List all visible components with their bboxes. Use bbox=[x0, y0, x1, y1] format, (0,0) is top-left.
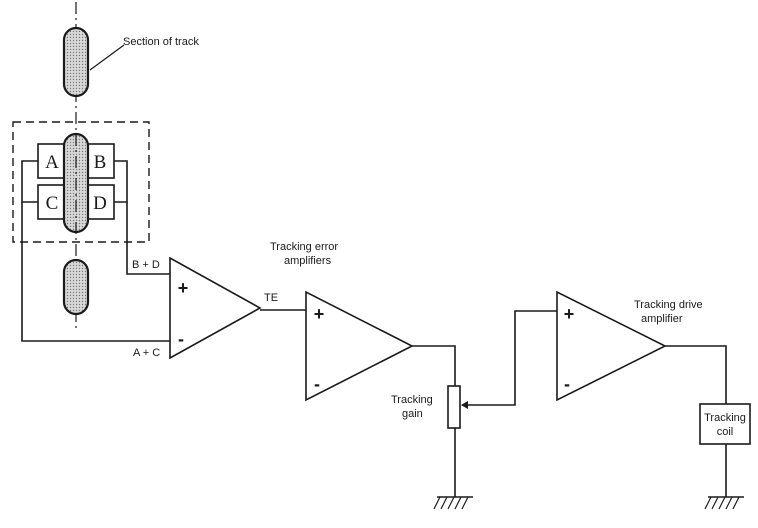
tracking-gain-label-line1: Tracking bbox=[391, 394, 433, 406]
ground-symbol-1 bbox=[433, 496, 473, 510]
section-of-track-label: Section of track bbox=[123, 36, 199, 48]
te-label: TE bbox=[264, 292, 278, 304]
wire-a-c-to-amp bbox=[21, 202, 170, 342]
wire-b-d bbox=[114, 160, 128, 203]
wire-drive-to-coil bbox=[665, 345, 727, 404]
signal-ac-label: A + C bbox=[133, 347, 160, 359]
wire-gain-to-drive-amp bbox=[462, 310, 557, 406]
section-of-track-leader bbox=[89, 44, 125, 71]
tracking-gain-potentiometer bbox=[447, 385, 461, 429]
tracking-error-amplifier-2 bbox=[305, 290, 414, 402]
amp2-plus-sign: + bbox=[314, 304, 325, 324]
track-pit-top bbox=[62, 26, 90, 98]
tracking-coil-label-line2: coil bbox=[717, 426, 734, 438]
signal-bd-label: B + D bbox=[132, 259, 160, 271]
segment-d-label: D bbox=[93, 193, 107, 214]
tracking-error-label-line1: Tracking error bbox=[270, 241, 338, 253]
tracking-drive-amplifier bbox=[556, 290, 667, 402]
tracking-drive-label-line1: Tracking drive bbox=[634, 299, 703, 311]
tracking-drive-label-line2: amplifier bbox=[641, 313, 683, 325]
segment-b-label: B bbox=[94, 152, 107, 173]
wire-amp2-to-gain bbox=[412, 345, 456, 386]
tracking-error-amplifier-1 bbox=[169, 256, 262, 360]
tracking-coil bbox=[699, 403, 751, 445]
amp2-minus-sign: - bbox=[314, 374, 320, 394]
amp3-minus-sign: - bbox=[564, 374, 570, 394]
wire-a-c bbox=[21, 160, 38, 203]
photodetector-outline bbox=[12, 121, 150, 243]
segment-a-label: A bbox=[45, 152, 59, 173]
segment-c-label: C bbox=[46, 193, 59, 214]
tracking-gain-label-line2: gain bbox=[402, 408, 423, 420]
amp1-plus-sign: + bbox=[178, 278, 189, 298]
amp3-plus-sign: + bbox=[564, 304, 575, 324]
amp1-minus-sign: - bbox=[178, 329, 184, 349]
tracking-error-label-line2: amplifiers bbox=[284, 255, 332, 267]
track-pit-bottom bbox=[62, 258, 90, 316]
ground-symbol-2 bbox=[704, 496, 744, 510]
tracking-coil-label-line1: Tracking bbox=[704, 412, 746, 424]
wire-b-d-to-amp bbox=[126, 202, 170, 275]
